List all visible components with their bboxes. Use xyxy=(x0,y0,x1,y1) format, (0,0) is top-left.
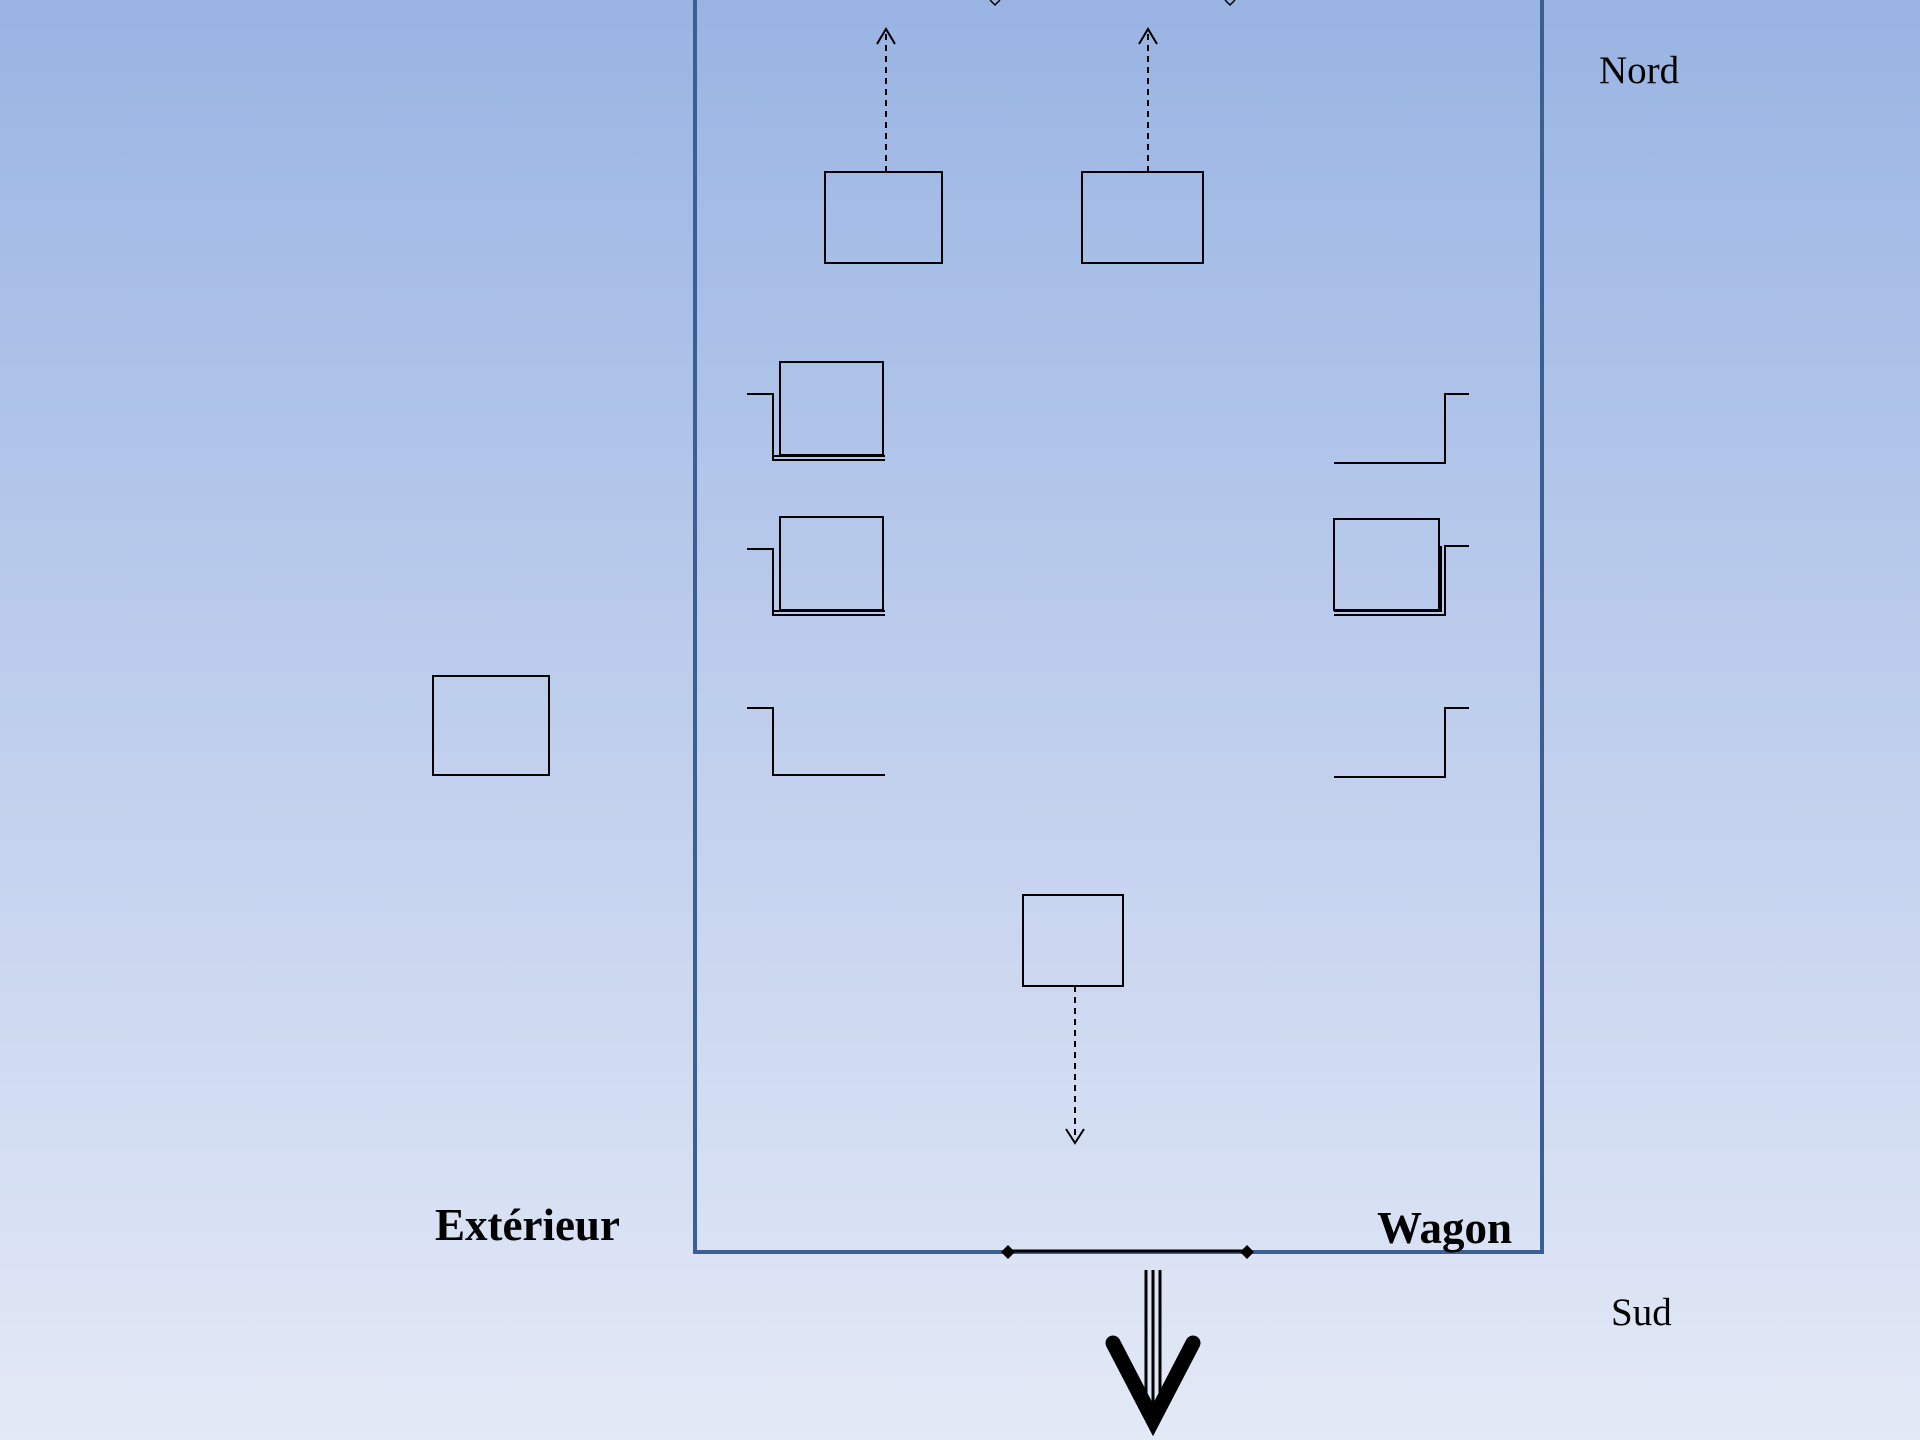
person-box-top-left xyxy=(824,171,943,264)
wagon-outline xyxy=(693,0,1544,1254)
person-box-exterior xyxy=(432,675,550,776)
top-edge-arrow-tip-left xyxy=(989,0,1001,7)
door-hinge-right xyxy=(1240,1245,1254,1259)
seat-right-3 xyxy=(1334,707,1469,778)
person-box-bottom xyxy=(1022,894,1124,987)
seat-right-2 xyxy=(1334,545,1469,616)
arrow-up-left-head xyxy=(876,27,896,45)
person-box-left-2 xyxy=(779,516,884,611)
exterior-label: Extérieur xyxy=(435,1200,620,1250)
seat-left-2 xyxy=(747,548,885,616)
seat-left-1 xyxy=(747,393,885,461)
arrow-up-right-head xyxy=(1138,27,1158,45)
person-box-left-1 xyxy=(779,361,884,456)
north-label: Nord xyxy=(1599,49,1680,92)
wagon-label: Wagon xyxy=(1377,1203,1513,1253)
exit-arrow xyxy=(1105,1270,1201,1437)
seat-right-1 xyxy=(1334,393,1469,464)
arrow-down-head xyxy=(1065,1128,1085,1145)
door-hinge-left xyxy=(1001,1245,1015,1259)
seat-left-3 xyxy=(747,707,885,776)
person-box-top-right xyxy=(1081,171,1204,264)
south-label: Sud xyxy=(1611,1291,1672,1334)
person-box-right-2 xyxy=(1333,518,1440,611)
top-edge-arrow-tip-right xyxy=(1224,0,1236,7)
